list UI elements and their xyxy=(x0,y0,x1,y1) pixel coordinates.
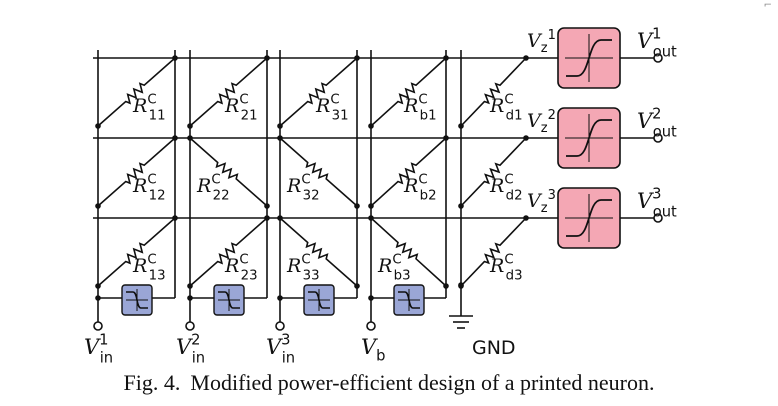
junction-dot xyxy=(523,55,529,61)
junction-dot xyxy=(264,215,270,221)
resistor-r11 xyxy=(97,57,176,127)
junction-dot xyxy=(95,283,101,289)
junction-dot xyxy=(443,55,449,61)
junction-dot xyxy=(354,203,360,209)
junction-dot xyxy=(172,55,178,61)
junction-dot xyxy=(277,123,283,129)
junction-dot xyxy=(368,123,374,129)
junction-dot xyxy=(95,203,101,209)
junction-dot xyxy=(443,135,449,141)
junction-dot xyxy=(264,203,270,209)
resistor-rb3 xyxy=(370,217,447,287)
resistor-rd2 xyxy=(460,137,527,207)
junction-dot xyxy=(187,283,193,289)
resistor-r23 xyxy=(189,217,268,287)
output-terminal-2 xyxy=(653,133,663,143)
inverter-in2 xyxy=(213,284,245,316)
label-vz2: Vz2 xyxy=(527,108,556,136)
resistor-r32 xyxy=(279,137,358,207)
resistor-r33 xyxy=(279,217,358,287)
input-terminal-1 xyxy=(93,321,103,331)
junction-dot xyxy=(277,215,283,221)
junction-dot xyxy=(354,283,360,289)
junction-dot xyxy=(264,55,270,61)
label-vz3: Vz3 xyxy=(527,188,556,216)
resistor-r31 xyxy=(279,57,358,127)
junction-dot xyxy=(458,123,464,129)
inverter-in1 xyxy=(121,284,153,316)
activation-function-3 xyxy=(557,187,621,249)
figure-number: Fig. 4. xyxy=(123,370,181,395)
figure-caption: Fig. 4. Modified power-efficient design o… xyxy=(0,370,778,396)
inverter-bias xyxy=(393,284,425,316)
input-terminal-4 xyxy=(366,321,376,331)
activation-function-2 xyxy=(557,107,621,169)
output-terminal-1 xyxy=(653,53,663,63)
label-vz1: Vz1 xyxy=(527,28,556,56)
resistor-rb1 xyxy=(370,57,447,127)
junction-dot xyxy=(187,295,193,301)
output-terminal-3 xyxy=(653,213,663,223)
input-terminal-3 xyxy=(275,321,285,331)
junction-dot xyxy=(95,295,101,301)
junction-dot xyxy=(458,203,464,209)
junction-dot xyxy=(187,123,193,129)
junction-dot xyxy=(354,55,360,61)
resistor-r21 xyxy=(189,57,268,127)
resistor-rd3 xyxy=(460,217,527,287)
label-gnd: GND xyxy=(472,337,516,359)
resistor-r22 xyxy=(189,137,268,207)
input-terminal-2 xyxy=(185,321,195,331)
activation-function-1 xyxy=(557,27,621,89)
resistor-rd1 xyxy=(460,57,527,127)
junction-dot xyxy=(187,135,193,141)
resistor-r13 xyxy=(97,217,176,287)
junction-dot xyxy=(523,135,529,141)
junction-dot xyxy=(277,295,283,301)
junction-dot xyxy=(277,135,283,141)
inverter-in3 xyxy=(303,284,335,316)
junction-dot xyxy=(172,215,178,221)
label-vb: Vb xyxy=(361,335,386,364)
resistor-rb2 xyxy=(370,137,447,207)
junction-dot xyxy=(523,215,529,221)
junction-dot xyxy=(443,283,449,289)
junction-dot xyxy=(458,282,464,288)
resistor-r12 xyxy=(97,137,176,207)
junction-dot xyxy=(368,215,374,221)
junction-dot xyxy=(368,203,374,209)
junction-dot xyxy=(95,123,101,129)
caption-text: Modified power-efficient design of a pri… xyxy=(190,370,655,395)
junction-dot xyxy=(368,295,374,301)
corner-mark: ⌐ xyxy=(763,0,772,11)
junction-dot xyxy=(172,135,178,141)
